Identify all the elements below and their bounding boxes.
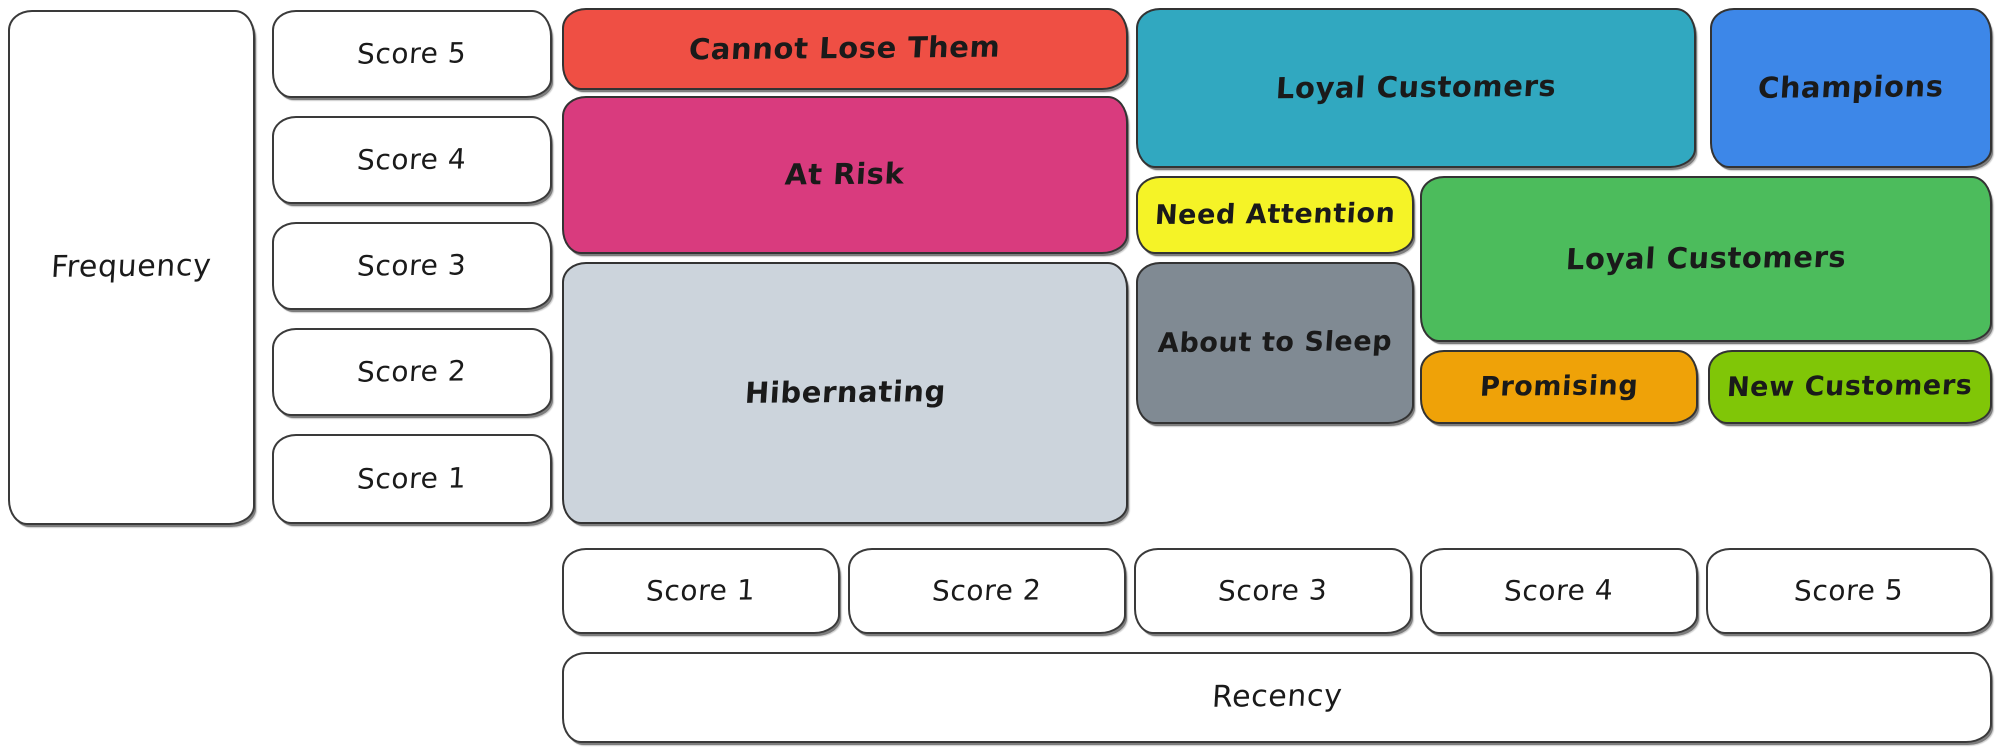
recency-score-5-label[interactable]: Score 5 bbox=[1706, 548, 1992, 634]
segment-new-customers[interactable]: New Customers bbox=[1708, 350, 1992, 424]
segment-hibernating[interactable]: Hibernating bbox=[562, 262, 1128, 524]
frequency-score-5-label-text: Score 5 bbox=[356, 36, 468, 71]
recency-score-4-label-text: Score 4 bbox=[1503, 573, 1615, 608]
frequency-score-4-label-text: Score 4 bbox=[356, 142, 468, 177]
segment-promising-label: Promising bbox=[1478, 370, 1640, 404]
segment-champions-label: Champions bbox=[1757, 69, 1945, 106]
recency-score-2-label[interactable]: Score 2 bbox=[848, 548, 1126, 634]
frequency-axis-label-text: Frequency bbox=[50, 248, 213, 286]
segment-at-risk-label: At Risk bbox=[784, 156, 906, 192]
segment-about-to-sleep[interactable]: About to Sleep bbox=[1136, 262, 1414, 424]
recency-score-4-label[interactable]: Score 4 bbox=[1420, 548, 1698, 634]
frequency-axis-label: Frequency bbox=[8, 10, 255, 525]
segment-loyal-customers-green[interactable]: Loyal Customers bbox=[1420, 176, 1992, 342]
segment-loyal-customers-teal[interactable]: Loyal Customers bbox=[1136, 8, 1696, 168]
recency-score-5-label-text: Score 5 bbox=[1793, 573, 1905, 608]
frequency-score-4-label[interactable]: Score 4 bbox=[272, 116, 552, 204]
recency-score-3-label-text: Score 3 bbox=[1217, 573, 1329, 608]
segment-at-risk[interactable]: At Risk bbox=[562, 96, 1128, 254]
segment-about-to-sleep-label: About to Sleep bbox=[1156, 326, 1394, 360]
frequency-score-3-label-text: Score 3 bbox=[356, 248, 468, 283]
segment-champions[interactable]: Champions bbox=[1710, 8, 1992, 168]
frequency-score-2-label-text: Score 2 bbox=[356, 354, 468, 389]
frequency-score-3-label[interactable]: Score 3 bbox=[272, 222, 552, 310]
segment-loyal-customers-green-label: Loyal Customers bbox=[1564, 240, 1848, 277]
recency-axis-label: Recency bbox=[562, 652, 1992, 743]
frequency-score-1-label-text: Score 1 bbox=[356, 461, 468, 496]
segment-need-attention[interactable]: Need Attention bbox=[1136, 176, 1414, 254]
segment-need-attention-label: Need Attention bbox=[1153, 198, 1397, 232]
recency-score-1-label-text: Score 1 bbox=[645, 573, 757, 608]
recency-axis-label-text: Recency bbox=[1210, 678, 1344, 715]
segment-cannot-lose-them[interactable]: Cannot Lose Them bbox=[562, 8, 1128, 90]
segment-hibernating-label: Hibernating bbox=[743, 374, 947, 411]
frequency-score-5-label[interactable]: Score 5 bbox=[272, 10, 552, 98]
frequency-score-2-label[interactable]: Score 2 bbox=[272, 328, 552, 416]
recency-score-2-label-text: Score 2 bbox=[931, 573, 1043, 608]
recency-score-3-label[interactable]: Score 3 bbox=[1134, 548, 1412, 634]
segment-promising[interactable]: Promising bbox=[1420, 350, 1698, 424]
segment-new-customers-label: New Customers bbox=[1726, 370, 1974, 404]
recency-score-1-label[interactable]: Score 1 bbox=[562, 548, 840, 634]
segment-loyal-customers-teal-label: Loyal Customers bbox=[1274, 69, 1558, 106]
segment-cannot-lose-them-label: Cannot Lose Them bbox=[688, 29, 1002, 67]
frequency-score-1-label[interactable]: Score 1 bbox=[272, 434, 552, 524]
